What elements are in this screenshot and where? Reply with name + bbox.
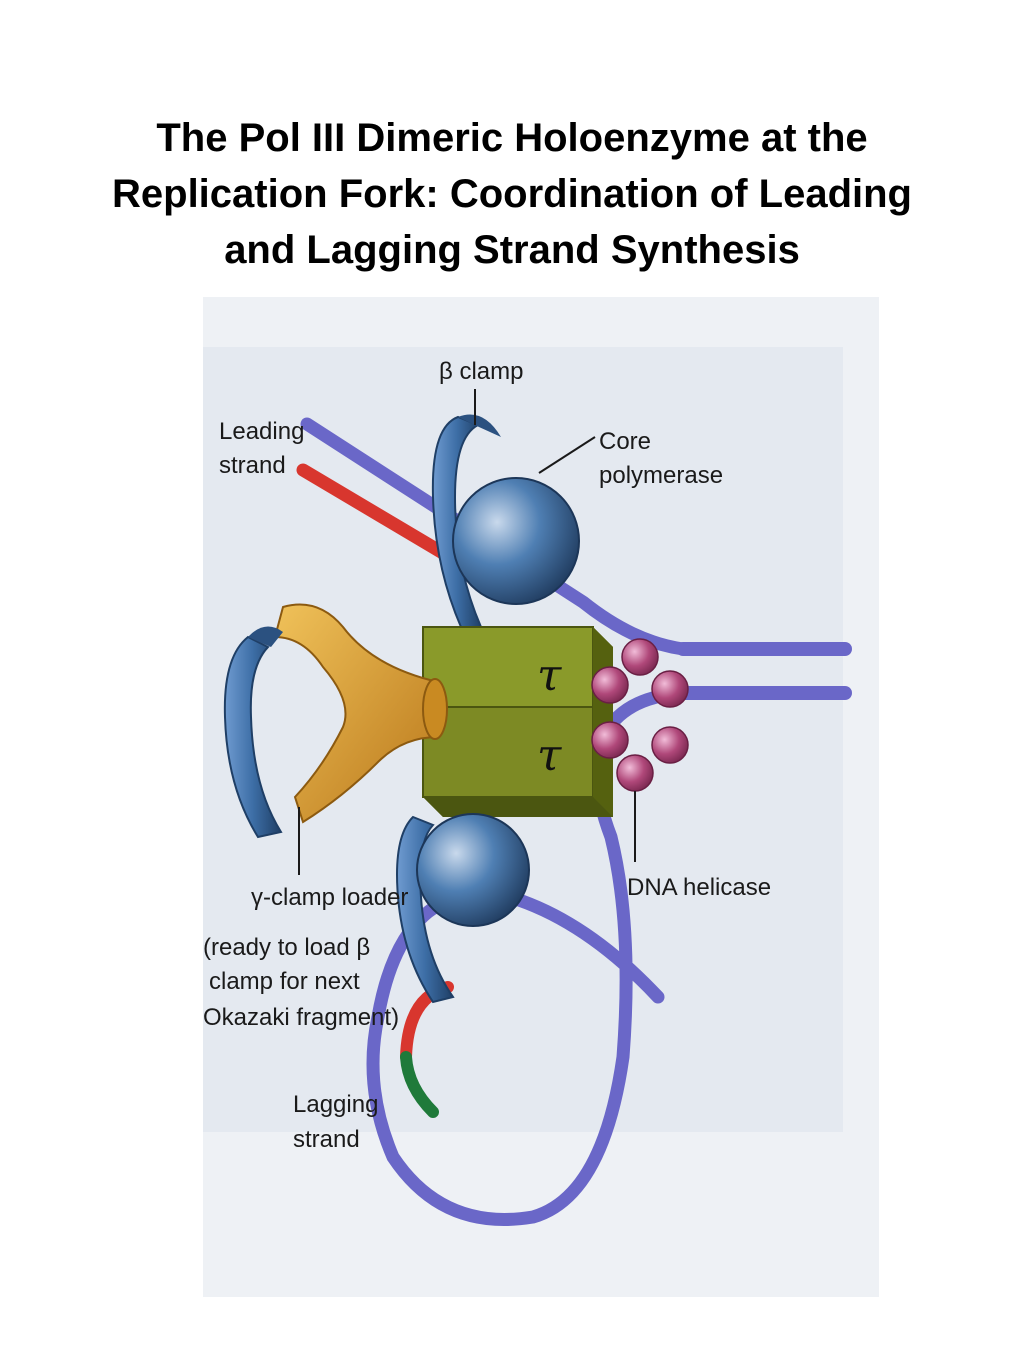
replication-fork-figure: τ τ: [203, 297, 879, 1297]
gamma-clamp-loader-label: γ-clamp loader: [251, 884, 408, 911]
label-leader-lines: [298, 389, 636, 875]
bottom-core-polymerase: [416, 813, 530, 927]
replication-fork-diagram: τ τ: [203, 297, 879, 1297]
rna-primer: [400, 1051, 439, 1118]
bottom-polymerase-complex: [396, 813, 530, 1004]
open-beta-clamp: [223, 635, 283, 839]
beta-clamp-label: β clamp: [439, 358, 524, 385]
leading-strand-label-line1: Leading: [219, 418, 304, 445]
clamp-loader-note-line3: Okazaki fragment): [203, 1004, 399, 1031]
slide-title: The Pol III Dimeric Holoenzyme at the Re…: [30, 110, 994, 278]
tau-label-top: τ: [537, 650, 562, 701]
parental-duplex: [676, 642, 852, 700]
clamp-loader-note-line2: clamp for next: [209, 968, 360, 995]
title-line-1: The Pol III Dimeric Holoenzyme at the: [156, 116, 868, 160]
leading-new-strand: [296, 463, 470, 572]
leading-strand-label-line2: strand: [219, 452, 286, 479]
core-polymerase-label-line1: Core: [599, 428, 651, 455]
top-core-polymerase: [452, 477, 580, 605]
tau-label-bottom: τ: [537, 730, 562, 781]
title-line-2: Replication Fork: Coordination of Leadin…: [112, 172, 912, 216]
tau-subunit-bottom: [422, 706, 594, 798]
dna-helicase-label: DNA helicase: [627, 874, 771, 901]
top-polymerase-complex: [431, 414, 580, 628]
core-polymerase-label-line2: polymerase: [599, 462, 723, 489]
clamp-loader-note-line1: (ready to load β: [203, 934, 370, 961]
gamma-clamp-loader: [223, 603, 448, 839]
tau-subunit-top: [422, 626, 594, 708]
lagging-strand-label-line2: strand: [293, 1126, 360, 1153]
title-line-3: and Lagging Strand Synthesis: [224, 228, 800, 272]
tau-dimer-block: τ τ: [422, 626, 613, 817]
dna-helicase: [591, 638, 689, 792]
lagging-strand-label-line1: Lagging: [293, 1091, 378, 1118]
leading-template-strand: [300, 417, 690, 656]
